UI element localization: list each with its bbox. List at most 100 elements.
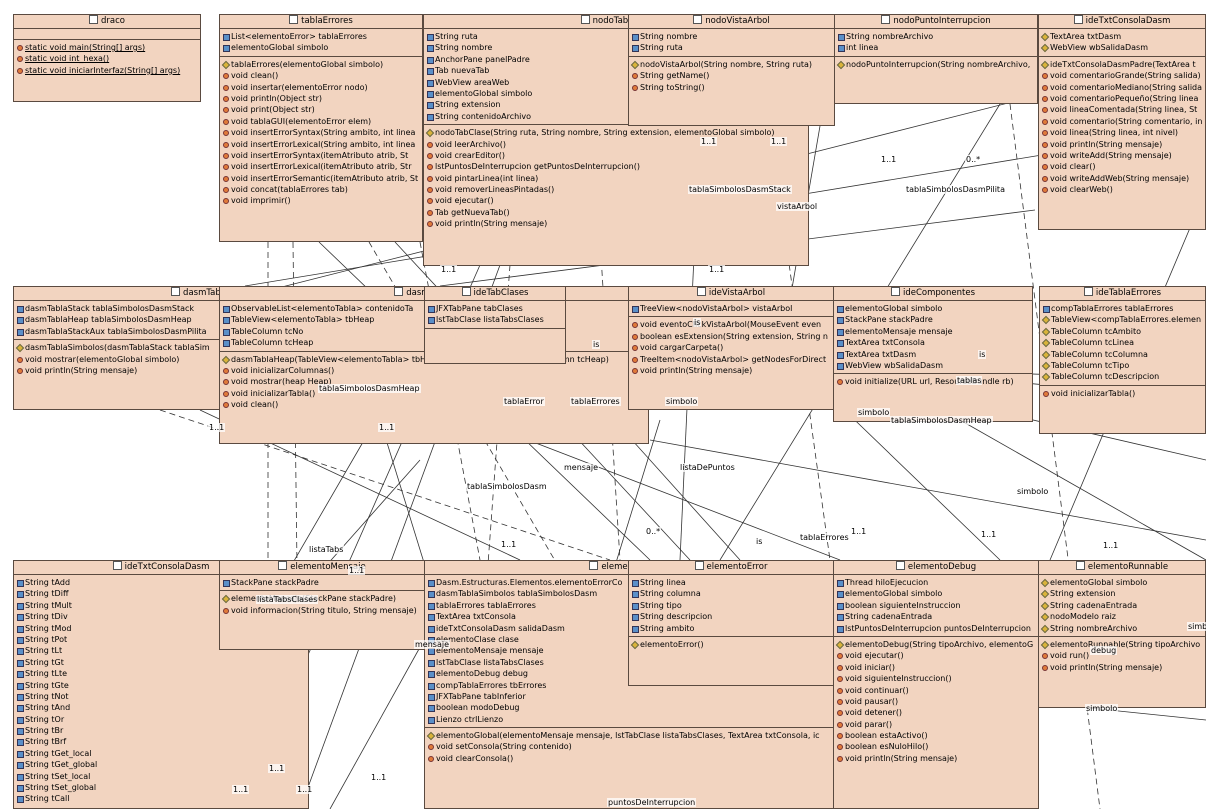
association-label: simbolo	[1085, 704, 1119, 713]
class-icon	[580, 15, 590, 24]
attribute-item: TableColumn tcDescripcion	[1042, 371, 1205, 382]
association-label: 0..*	[645, 527, 662, 536]
association-label: tablaErrores	[570, 397, 621, 406]
association-label: tablaErrores	[799, 533, 850, 542]
attribute-item: elementoMensaje mensaje	[836, 326, 1032, 337]
attribute-item: elementoGlobal simbolo	[222, 42, 422, 53]
attribute-item: String tMult	[16, 600, 308, 611]
method-item: tablaErrores(elementoGlobal simbolo)	[222, 59, 422, 70]
association-label: 1..1	[268, 764, 286, 773]
attribute-item: elementoGlobal simbolo	[836, 303, 1032, 314]
methods-section: elementoError()	[629, 637, 833, 652]
association-label: is	[978, 350, 987, 359]
attribute-item: String ruta	[426, 31, 808, 42]
class-name: elementoDebug	[907, 562, 977, 572]
attribute-item: TextArea txtConsola	[836, 337, 1032, 348]
attribute-item: String contenidoArchivo	[426, 111, 808, 122]
association-label: 1..1	[500, 540, 518, 549]
methods-section: elementoGlobal(elementoMensaje mensaje, …	[425, 728, 833, 766]
methods-section	[425, 329, 565, 339]
attribute-item: JFXTabPane tabInferior	[427, 691, 833, 702]
association-label: 1..1	[708, 265, 726, 274]
attribute-item: TreeView<nodoVistaArbol> vistaArbol	[631, 303, 833, 314]
attribute-item: String cadenaEntrada	[836, 611, 1038, 622]
class-icon	[589, 561, 599, 570]
class-icon	[1073, 15, 1083, 24]
attribute-item: elementoGlobal simbolo	[836, 588, 1038, 599]
methods-section: elementoMensaje(StackPane stackPadre)voi…	[220, 591, 424, 618]
class-icon	[89, 15, 98, 24]
method-item: void println(String mensaje)	[16, 365, 424, 376]
attribute-item: String cadenaEntrada	[1041, 600, 1205, 611]
method-item: void inicializarTabla()	[222, 388, 648, 399]
method-item: elementoRunnable(String tipoArchivo	[1041, 639, 1205, 650]
method-item: void insertErrorLexical(String ambito, i…	[222, 139, 422, 150]
attribute-item: lstTabClase listaTabsClases	[427, 657, 833, 668]
class-title: elementoRunnable	[1039, 561, 1205, 575]
attribute-item: JFXTabPane tabClases	[427, 303, 565, 314]
attribute-item: WebView wbSalidaDasm	[836, 360, 1032, 371]
attribute-item: ObservableList<elementoTabla> contenidoT…	[222, 303, 648, 314]
method-item: elementoError()	[631, 639, 833, 650]
class-name: draco	[101, 16, 125, 26]
association-label: 1..1	[700, 137, 718, 146]
association-label: 1..1	[850, 527, 868, 536]
method-item: void setConsola(String contenido)	[427, 741, 833, 752]
attribute-item: String tMod	[16, 623, 308, 634]
association-label: tablaSimbolosDasmHeap	[318, 384, 421, 393]
attribute-item: String tLt	[16, 645, 308, 656]
method-item: void println(String mensaje)	[631, 365, 833, 376]
association-label: 1..1	[440, 265, 458, 274]
attribute-item: String tGt	[16, 657, 308, 668]
class-title: tablaErrores	[220, 15, 422, 29]
class-name: elementoMensaje	[290, 562, 366, 572]
class-name: elementoError	[706, 562, 768, 572]
attribute-item: String nombre	[426, 42, 808, 53]
method-item: static void int_hexa()	[16, 53, 200, 64]
class-icon	[278, 561, 288, 570]
association-label: listaTabsClases	[256, 595, 319, 604]
class-name: ideTablaErrores	[1095, 288, 1162, 298]
method-item: void insertErrorSemantic(itemAtributo at…	[222, 173, 422, 184]
association-label: simbolo	[665, 397, 699, 406]
attribute-item: dasmTablaStackAux tablaSimbolosDasmPilit…	[16, 326, 424, 337]
attribute-item: AnchorPane panelPadre	[426, 54, 808, 65]
attribute-item: TableView<compTablaErrores.elemen	[1042, 314, 1205, 325]
attributes-section: StackPane stackPadre	[220, 575, 424, 592]
class-icon	[394, 287, 404, 296]
class-title: elementoDebug	[834, 561, 1038, 575]
class-title: ideComponentes	[834, 287, 1032, 301]
association-label: simbo	[1187, 622, 1206, 631]
method-item: void comentario(String comentario, in	[1041, 116, 1205, 127]
class-icon	[461, 287, 471, 296]
association-label: tablaSimbolosDasmStack	[688, 185, 792, 194]
class-name: ideVistaArbol	[708, 288, 766, 298]
attribute-item: Dasm.Estructuras.Elementos.elementoError…	[427, 577, 833, 588]
method-item: void informacion(String titulo, String m…	[222, 605, 424, 616]
association-label: is	[693, 318, 702, 327]
method-item: void insertErrorSyntax(itemAtributo atri…	[222, 150, 422, 161]
method-item: void cargarCarpeta()	[631, 342, 833, 353]
attribute-item: dasmTablaStack tablaSimbolosDasmStack	[16, 303, 424, 314]
attribute-item: String tAnd	[16, 702, 308, 713]
attribute-item: StackPane stackPadre	[222, 577, 424, 588]
method-item: void pausar()	[836, 696, 1038, 707]
method-item: void clearConsola()	[427, 753, 833, 764]
class-icon	[891, 287, 900, 296]
